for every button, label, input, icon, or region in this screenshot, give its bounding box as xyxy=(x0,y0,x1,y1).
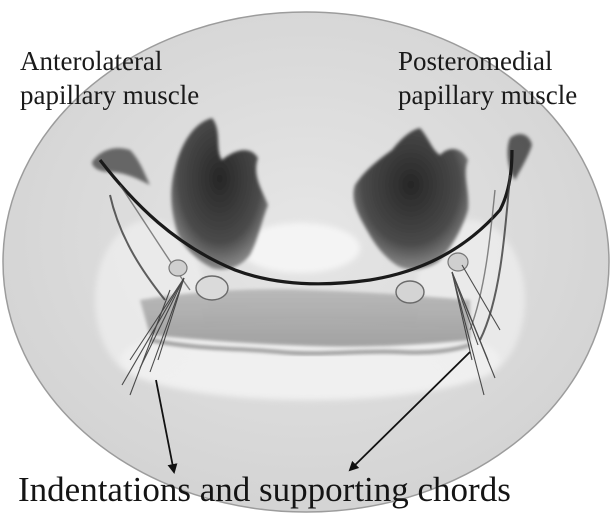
anterolateral-label-line2: papillary muscle xyxy=(20,80,199,110)
anterolateral-label-line1: Anterolateral xyxy=(20,46,162,76)
posteromedial-label-line2: papillary muscle xyxy=(398,80,577,110)
posteromedial-label-line1: Posteromedial xyxy=(398,46,552,76)
bottom-caption: Indentations and supporting chords xyxy=(18,470,511,510)
